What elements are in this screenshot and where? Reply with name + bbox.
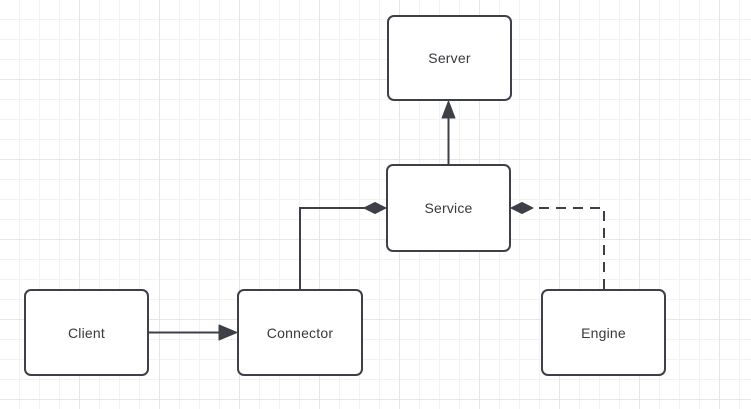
node-connector[interactable]: Connector: [237, 289, 363, 376]
diamond-marker-icon: [510, 202, 534, 214]
diamond-marker-icon: [363, 202, 387, 214]
edge-connector-to-service[interactable]: [299, 202, 387, 290]
edge-line: [534, 207, 605, 289]
node-label: Server: [428, 50, 471, 66]
node-label: Connector: [266, 324, 334, 341]
edge-service-to-server[interactable]: [441, 100, 456, 164]
node-label: Client: [68, 324, 105, 341]
node-label: Service: [424, 200, 473, 216]
node-client[interactable]: Client: [24, 289, 149, 376]
arrowhead-icon: [441, 100, 456, 119]
arrowhead-icon: [218, 324, 238, 341]
node-server[interactable]: Server: [387, 15, 512, 101]
node-service[interactable]: Service: [386, 164, 511, 252]
edge-client-to-connector[interactable]: [149, 324, 238, 341]
edge-line: [299, 207, 366, 289]
node-engine[interactable]: Engine: [541, 289, 666, 376]
edge-engine-to-service[interactable]: [510, 202, 605, 290]
node-label: Engine: [581, 324, 626, 341]
